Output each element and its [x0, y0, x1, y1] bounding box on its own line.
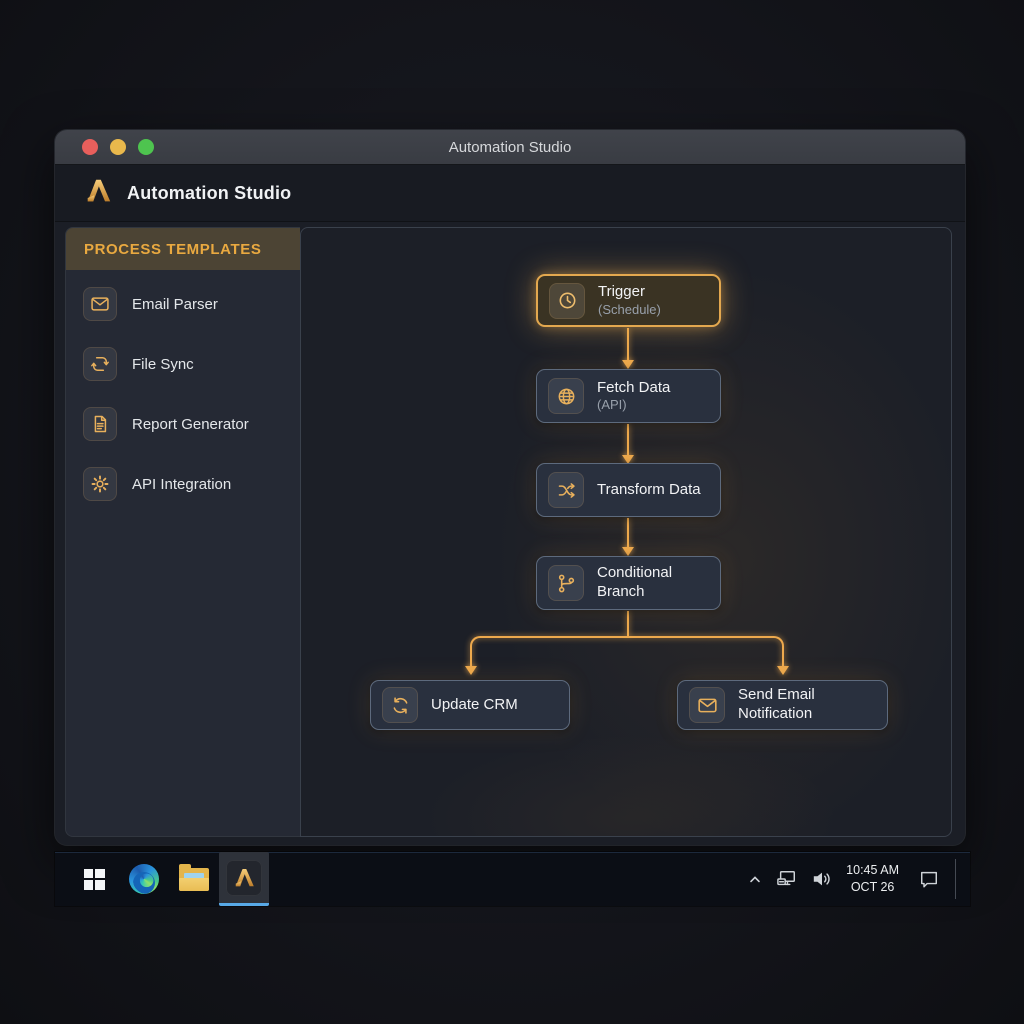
volume-button[interactable]: [811, 869, 833, 889]
clock-time: 10:45 AM: [846, 863, 899, 878]
flow-node-trigger[interactable]: Trigger (Schedule): [536, 274, 721, 327]
taskbar-app-icons: [69, 852, 269, 906]
sidebar-item-report-generator[interactable]: Report Generator: [66, 398, 300, 450]
window-titlebar[interactable]: Automation Studio: [55, 130, 965, 165]
sidebar-item-label: File Sync: [132, 355, 194, 373]
flow-node-send-email[interactable]: Send Email Notification: [677, 680, 888, 730]
sidebar-item-email-parser[interactable]: Email Parser: [66, 278, 300, 330]
tray-overflow-button[interactable]: [747, 871, 763, 887]
flow-node-transform-data[interactable]: Transform Data: [536, 463, 721, 517]
node-title: Update CRM: [431, 695, 518, 713]
flow-node-conditional-branch[interactable]: Conditional Branch: [536, 556, 721, 610]
close-window-button[interactable]: [82, 139, 98, 155]
folder-icon: [179, 863, 209, 891]
sidebar-item-api-integration[interactable]: API Integration: [66, 458, 300, 510]
automation-studio-taskbar-button[interactable]: [219, 852, 269, 906]
start-button[interactable]: [69, 852, 119, 906]
clock-icon: [549, 282, 585, 319]
node-title: Trigger: [598, 283, 645, 300]
shuffle-icon: [548, 472, 584, 508]
zoom-window-button[interactable]: [138, 139, 154, 155]
workflow-canvas[interactable]: [300, 227, 952, 837]
taskbar-clock[interactable]: 10:45 AM OCT 26: [846, 862, 899, 896]
gear-icon: [83, 467, 117, 501]
flow-node-update-crm[interactable]: Update CRM: [370, 680, 570, 730]
traffic-lights: [82, 139, 154, 155]
clock-date: OCT 26: [850, 880, 895, 894]
network-status-button[interactable]: [776, 869, 798, 889]
sidebar-header: PROCESS TEMPLATES: [66, 228, 300, 270]
automation-studio-app-icon: [226, 859, 262, 896]
file-explorer-button[interactable]: [169, 852, 219, 906]
app-title: Automation Studio: [127, 182, 292, 203]
minimize-window-button[interactable]: [110, 139, 126, 155]
system-tray: 10:45 AM OCT 26: [747, 852, 970, 906]
sidebar-item-label: Report Generator: [132, 415, 249, 433]
window-title: Automation Studio: [448, 138, 572, 156]
taskbar-separator: [955, 859, 956, 899]
node-title: Send Email Notification: [738, 686, 815, 722]
node-title: Transform Data: [597, 480, 701, 498]
refresh-icon: [382, 687, 418, 723]
volume-icon: [813, 872, 830, 886]
window-content: PROCESS TEMPLATES Email Parser File Sync: [55, 223, 965, 845]
node-subtitle: (API): [597, 397, 627, 413]
action-center-button[interactable]: [918, 869, 940, 889]
node-title: Conditional Branch: [597, 564, 673, 600]
sync-square-icon: [83, 347, 117, 381]
sidebar-item-file-sync[interactable]: File Sync: [66, 338, 300, 390]
git-branch-icon: [548, 565, 584, 601]
windows-logo-icon: [83, 868, 105, 890]
sidebar-item-label: Email Parser: [132, 295, 218, 313]
app-header: Automation Studio: [55, 165, 965, 222]
taskbar: 10:45 AM OCT 26: [55, 852, 970, 906]
automation-studio-logo-icon: [83, 176, 113, 211]
edge-icon: [129, 864, 159, 894]
sidebar-process-templates: PROCESS TEMPLATES Email Parser File Sync: [65, 227, 300, 837]
sidebar-item-label: API Integration: [132, 475, 232, 493]
action-center-icon: [921, 871, 937, 888]
app-window: Automation Studio Automation Studio PROC…: [55, 130, 965, 845]
chevron-up-icon: [750, 876, 760, 883]
envelope-icon: [689, 687, 725, 723]
document-icon: [83, 407, 117, 441]
node-title: Fetch Data: [597, 378, 671, 396]
globe-icon: [548, 378, 584, 414]
envelope-icon: [83, 287, 117, 321]
flow-node-fetch-data[interactable]: Fetch Data (API): [536, 369, 721, 423]
node-subtitle: (Schedule): [598, 301, 661, 317]
network-display-icon: [777, 871, 796, 886]
edge-browser-button[interactable]: [119, 852, 169, 906]
